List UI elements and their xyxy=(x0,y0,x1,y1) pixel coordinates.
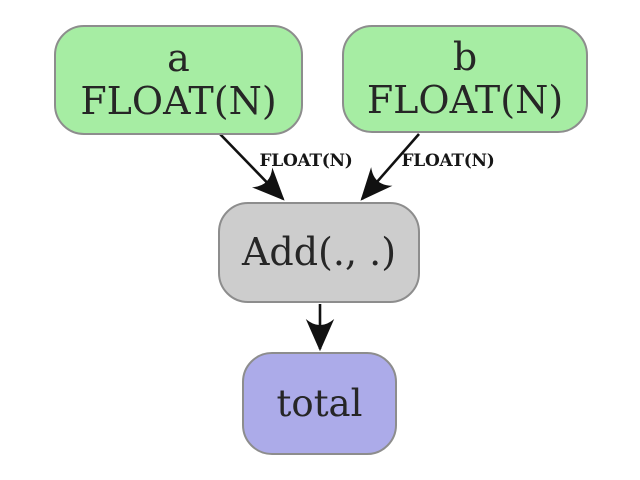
edge-b-to-add xyxy=(360,133,420,201)
edge-label-a-float-n: FLOAT(N) xyxy=(259,151,353,171)
node-add-label: Add(., .) xyxy=(241,230,397,275)
node-a-type: FLOAT(N) xyxy=(80,79,277,123)
node-op-add: Add(., .) xyxy=(218,202,420,303)
node-input-a: a FLOAT(N) xyxy=(54,25,303,135)
edge-a-to-add xyxy=(219,133,285,201)
edge-label-b-float-n: FLOAT(N) xyxy=(401,151,495,171)
node-total-label: total xyxy=(276,381,363,425)
node-input-b: b FLOAT(N) xyxy=(342,25,588,133)
node-output-total: total xyxy=(242,352,397,455)
node-b-name: b xyxy=(452,35,478,80)
node-a-name: a xyxy=(167,36,190,81)
node-b-type: FLOAT(N) xyxy=(366,78,564,122)
